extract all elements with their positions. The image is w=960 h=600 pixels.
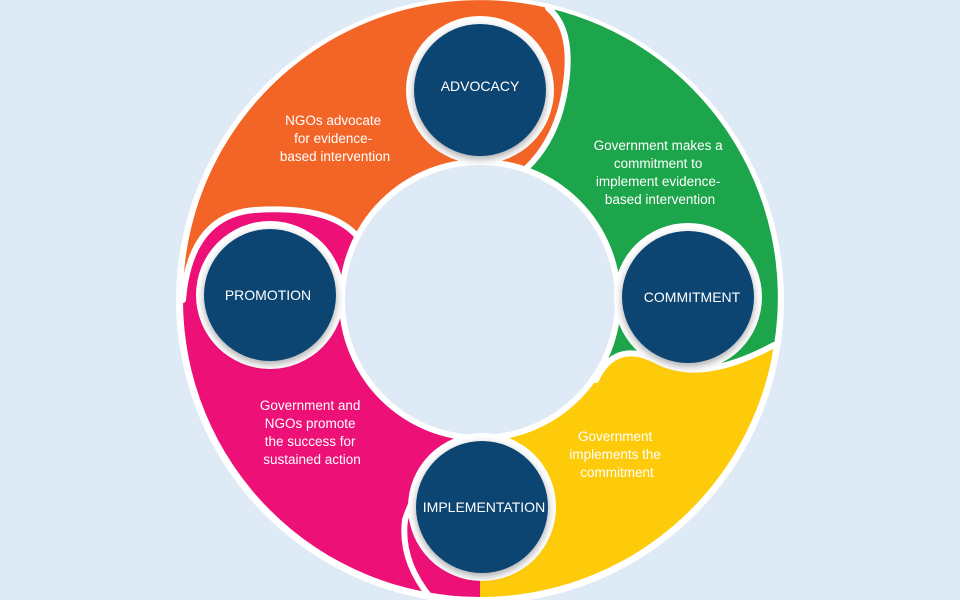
node-implementation xyxy=(416,441,548,573)
stage-nodes xyxy=(204,24,754,573)
separator-promotion-advocacy xyxy=(180,206,361,303)
node-commitment xyxy=(622,231,754,363)
description-commitment: Government makes a commitment to impleme… xyxy=(594,138,727,207)
description-implementation: Government implements the commitment xyxy=(569,429,664,480)
description-promotion: Government and NGOs promote the success … xyxy=(260,398,364,467)
segment-implementation xyxy=(480,345,774,598)
label-implementation: IMPLEMENTATION xyxy=(423,499,545,515)
label-advocacy: ADVOCACY xyxy=(441,78,520,94)
label-promotion: PROMOTION xyxy=(225,287,311,303)
ring-center xyxy=(344,164,616,436)
separator-advocacy-commitment xyxy=(509,5,571,183)
label-commitment: COMMITMENT xyxy=(644,289,741,305)
description-advocacy: NGOs advocate for evidence- based interv… xyxy=(280,113,390,164)
node-labels: ADVOCACY COMMITMENT IMPLEMENTATION PROMO… xyxy=(225,78,741,515)
stage-descriptions: NGOs advocate for evidence- based interv… xyxy=(260,113,727,480)
node-advocacy xyxy=(414,24,546,156)
node-promotion xyxy=(204,229,336,361)
